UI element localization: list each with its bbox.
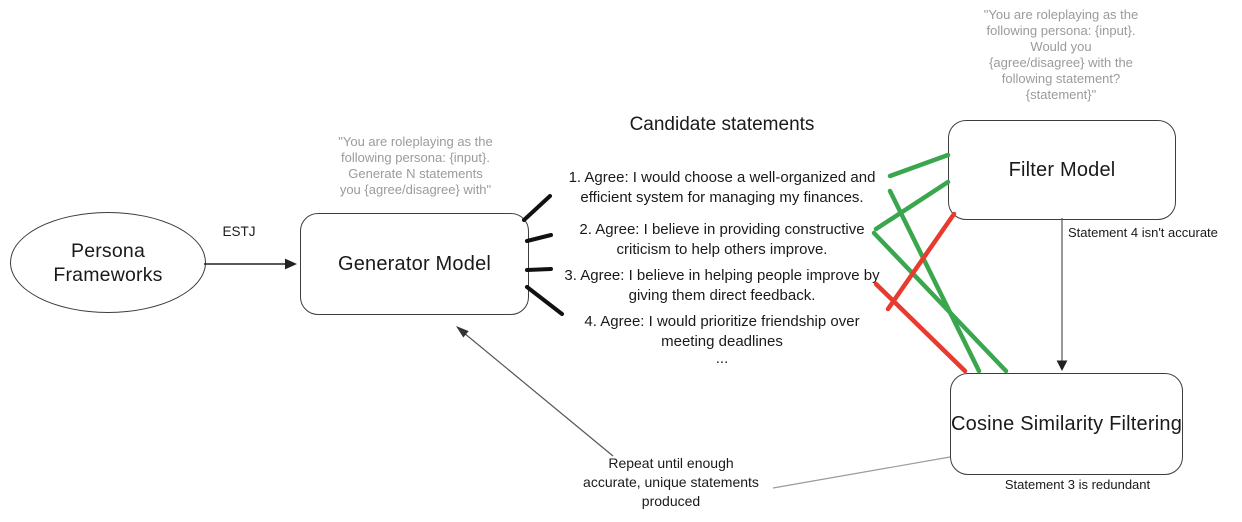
generator-model-label: Generator Model <box>337 252 492 275</box>
persona-frameworks-node: Persona Frameworks <box>10 212 206 313</box>
candidate-statement-3: 3. Agree: I believe in helping people im… <box>547 266 897 306</box>
filter-prompt-line: following statement? <box>1001 71 1121 86</box>
cosine-similarity-filtering-label: Cosine Similarity Filtering <box>951 412 1183 435</box>
filter-prompt-line: "You are roleplaying as the <box>983 7 1139 22</box>
filter-prompt-line: following persona: {input}. <box>986 23 1136 38</box>
repeat-loop-note: Repeat until enough accurate, unique sta… <box>562 454 780 511</box>
statement4-inaccurate-label: Statement 4 isn't accurate <box>1068 225 1218 240</box>
statement3-redundant-label: Statement 3 is redundant <box>1004 477 1151 492</box>
statement4-line1: 4. Agree: I would prioritize friendship … <box>584 313 860 330</box>
filter-model-node: Filter Model <box>948 120 1176 220</box>
generator-prompt-line: Generate N statements <box>348 166 483 181</box>
statement1-line1: 1. Agree: I would choose a well-organize… <box>568 169 876 186</box>
repeat-note-line: accurate, unique statements <box>583 474 759 490</box>
generator-prompt-line: you {agree/disagree} with" <box>339 182 492 197</box>
statement3-line1: 3. Agree: I believe in helping people im… <box>564 267 880 284</box>
persona-to-generator-arrowhead <box>285 258 297 270</box>
candidate-statement-1: 1. Agree: I would choose a well-organize… <box>547 168 897 208</box>
estj-edge-label: ESTJ <box>222 224 256 239</box>
repeat-to-generator-arrowhead <box>456 326 469 338</box>
statements-ellipsis: ... <box>715 350 729 367</box>
candidate-statements-title: Candidate statements <box>629 114 815 135</box>
generator-prompt-line: following persona: {input}. <box>341 150 490 165</box>
filter-model-label: Filter Model <box>1008 158 1116 181</box>
filter-prompt-line: Would you <box>1030 39 1092 54</box>
generator-prompt-line: "You are roleplaying as the <box>338 134 493 149</box>
generator-model-node: Generator Model <box>300 213 529 315</box>
statement4-line2: meeting deadlines <box>661 333 783 350</box>
candidate-statement-4: 4. Agree: I would prioritize friendship … <box>547 312 897 352</box>
repeat-note-line: produced <box>641 493 701 509</box>
filter-to-statement4-red-link <box>885 211 957 312</box>
statement1-to-filter-green-link <box>887 152 951 179</box>
statement2-line1: 2. Agree: I believe in providing constru… <box>579 221 865 238</box>
filter-prompt-text: "You are roleplaying as the following pe… <box>953 7 1169 103</box>
statement3-line2: giving them direct feedback. <box>628 287 816 304</box>
candidate-statement-2: 2. Agree: I believe in providing constru… <box>547 220 897 260</box>
statement2-line2: criticism to help others improve. <box>616 241 828 258</box>
filter-prompt-line: {agree/disagree} with the <box>989 55 1133 70</box>
generator-prompt-text: "You are roleplaying as the following pe… <box>308 134 523 198</box>
cosine-similarity-filtering-node: Cosine Similarity Filtering <box>950 373 1183 475</box>
persona-frameworks-label: Persona Frameworks <box>53 239 163 286</box>
cosine-to-repeat-note-connector <box>772 456 951 489</box>
repeat-note-line: Repeat until enough <box>608 455 734 471</box>
statement1-line2: efficient system for managing my finance… <box>580 189 864 206</box>
filter-prompt-line: {statement}" <box>1025 87 1097 102</box>
filter-to-cosine-arrowhead <box>1056 360 1068 371</box>
